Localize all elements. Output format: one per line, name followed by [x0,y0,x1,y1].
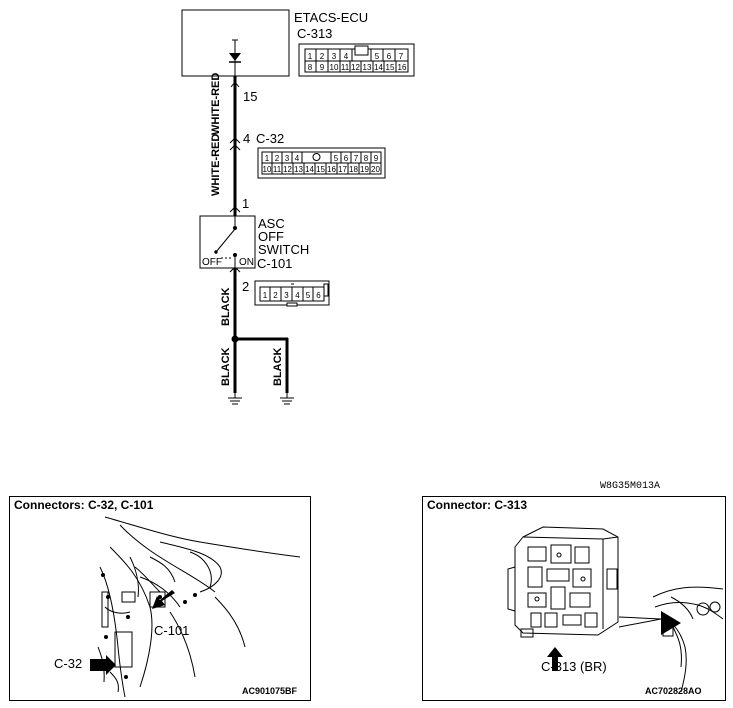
ecu-connector-label: C-313 [297,26,332,41]
pin-number: 14 [305,165,314,174]
callout-c313: C-313 (BR) [541,659,607,674]
pin-number: 15 [386,63,395,72]
pin-number: 12 [283,165,292,174]
pin-number: 4 [295,291,300,300]
pin-4-label: 4 [243,131,250,146]
connector-c32-face [257,147,386,179]
pin-number: 2 [275,154,280,163]
connector-location-panel-c32-c101: Connectors: C-32, C-101 [9,496,311,701]
wire-color-label: BLACK [220,287,232,326]
switch-name-line-3: SWITCH [258,242,309,257]
ground-symbol [280,393,294,405]
connector-mark-pin-15 [230,81,240,88]
connector-mark-pin-1 [229,206,241,213]
pin-number: 13 [294,165,303,174]
pin-number: 1 [263,291,268,300]
pin-number: 5 [334,154,339,163]
dashboard-illustration [90,516,301,698]
panel-title: Connectors: C-32, C-101 [14,498,154,512]
pin-1-label: 1 [242,196,249,211]
pin-number: 3 [284,291,289,300]
wire-color-label: WHITE-RED [210,73,222,135]
pin-number: 9 [374,154,379,163]
pin-number: 5 [306,291,311,300]
pin-2-label: 2 [242,279,249,294]
pin-number: 11 [341,63,350,72]
pin-number: 7 [354,154,359,163]
wire-color-label: BLACK [272,347,284,386]
pin-number: 17 [338,165,347,174]
switch-name-line-1: ASC [258,216,285,231]
pin-number: 14 [374,63,383,72]
pin-number: 6 [344,154,349,163]
pin-number: 20 [371,165,380,174]
pin-number: 4 [344,52,349,61]
figure-code: AC702828AO [645,686,702,696]
pin-number: 5 [375,52,380,61]
pin-number: 8 [308,63,313,72]
connector-c313-pin-numbers: 1 2 3 4 5 6 7 8 9 10 11 12 13 14 15 16 [308,52,407,72]
connector-c101-face [254,280,330,307]
pin-number: 3 [332,52,337,61]
pin-number: 8 [364,154,369,163]
connector-mark-c32 [229,137,241,151]
panel-title: Connector: C-313 [427,498,528,512]
pin-number: 13 [363,63,372,72]
pin-number: 6 [316,291,321,300]
etacs-ecu-illustration [507,526,724,693]
switch-off-label: OFF [202,257,222,268]
wire-color-label: WHITE-RED [210,134,222,196]
figure-code: AC901075BF [242,686,298,696]
c101-connector-label: C-101 [257,256,292,271]
callout-c32: C-32 [54,656,83,671]
c32-connector-label: C-32 [256,131,284,146]
diode-symbol [229,39,241,76]
ecu-label: ETACS-ECU [294,10,368,25]
switch-name-line-2: OFF [258,229,284,244]
pin-number: 3 [285,154,290,163]
switch-on-label: ON [239,257,254,268]
pin-number: 2 [273,291,278,300]
pin-number: 6 [387,52,392,61]
pin-number: 15 [316,165,325,174]
pin-number: 11 [273,165,282,174]
pin-number: 19 [360,165,369,174]
pin-number: 18 [349,165,358,174]
callout-c101: C-101 [154,623,190,638]
connector-location-panel-c313: Connector: C-313 [422,496,726,701]
pin-number: 2 [320,52,325,61]
pin-number: 16 [327,165,336,174]
pin-number: 7 [399,52,404,61]
pin-number: 9 [320,63,325,72]
pin-15-label: 15 [243,89,257,104]
connector-c313-face [298,43,415,77]
ground-symbol [228,393,242,405]
switch-box [199,215,256,269]
pin-number: 4 [295,154,300,163]
pin-number: 12 [351,63,360,72]
pin-number: 1 [265,154,270,163]
pin-number: 16 [398,63,407,72]
connector-c32-pin-numbers: 1 2 3 4 5 6 7 8 9 10 11 12 13 14 15 16 1… [263,154,381,174]
connector-c101-pin-numbers: 1 2 3 4 5 6 [263,291,322,300]
pin-number: 10 [330,63,339,72]
document-code: W8G35M013A [600,481,661,492]
pin-number: 1 [308,52,313,61]
pin-number: 10 [263,165,272,174]
wire-color-label: BLACK [220,347,232,386]
switch-contact-symbol [214,216,237,268]
